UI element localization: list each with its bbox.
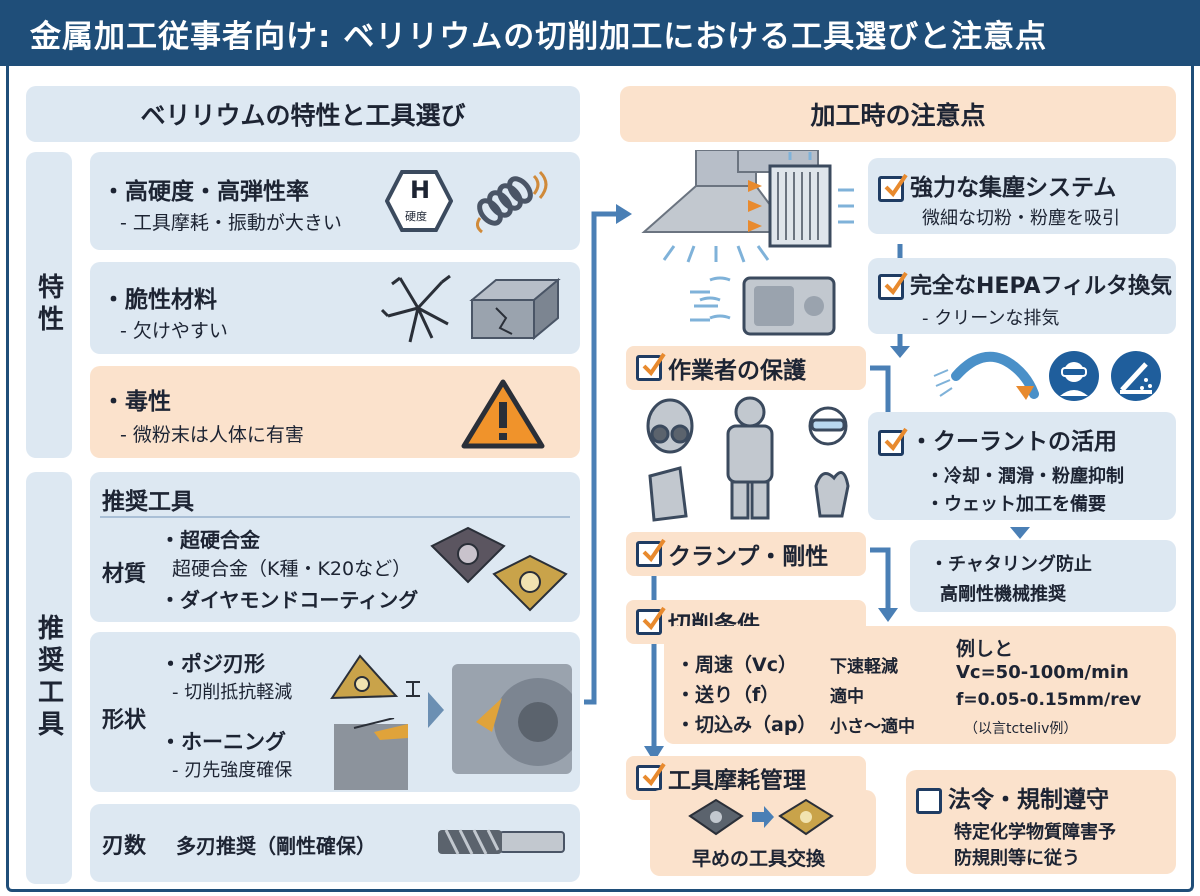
worker-title: 作業者の保護 xyxy=(668,358,806,384)
coolant-title: ・クーラントの活用 xyxy=(878,422,1117,456)
tool-flutes-card: 刃数 多刃推奨（剛性確保） xyxy=(90,804,580,882)
characteristic-brittle-card: ・脆性材料 - 欠けやすい xyxy=(90,262,580,354)
cutting-row-ap-value: 小さ〜適中 xyxy=(830,717,915,737)
tool-wear-card: 早めの工具交換 xyxy=(650,790,876,876)
clamp-line2: 高剛性機械推奨 xyxy=(940,584,1066,605)
clamp-title: クランプ・剛性 xyxy=(668,544,829,570)
coolant-line2: ・ウェット加工を備要 xyxy=(926,494,1106,515)
hardness-sub: - 工具摩耗・振動が大きい xyxy=(120,212,342,234)
broken-block-icon xyxy=(466,274,562,346)
dust-title: 強力な集塵システム xyxy=(878,168,1116,202)
flutes-label: 刃数 xyxy=(102,834,147,859)
material-line3: ・ダイヤモンドコーティング xyxy=(160,588,419,612)
material-line2: 超硬合金（K種・K20など） xyxy=(172,558,412,580)
compliance-card: 法令・規制遵守 特定化学物質障害予 防規則等に従う xyxy=(906,770,1176,874)
cutting-example-note: （以言tcteliv例） xyxy=(964,721,1078,737)
right-section-title: 加工時の注意点 xyxy=(620,86,1176,142)
cutting-checkbox[interactable] xyxy=(636,606,666,635)
page-title: 金属加工従事者向け: ベリリウムの切削加工における工具選びと注意点 xyxy=(0,0,1200,66)
hepa-unit-icon xyxy=(690,272,850,344)
face-shield-icon xyxy=(1048,350,1100,406)
brittle-sub: - 欠けやすい xyxy=(120,320,228,342)
dust-checkbox[interactable] xyxy=(878,173,908,202)
coolant-nozzle-icon xyxy=(930,346,1040,406)
wet-processing-icon xyxy=(1110,350,1162,406)
cutting-example-title: 例しと xyxy=(956,638,1014,660)
left-section-title: ベリリウムの特性と工具選び xyxy=(26,86,580,142)
toxic-title: ・毒性 xyxy=(102,389,171,415)
worker-checkbox[interactable] xyxy=(636,352,666,381)
shape-line2: - 切削抵抗軽減 xyxy=(172,682,293,703)
clamp-line1: ・チャタリング防止 xyxy=(930,554,1092,575)
law-title: 法令・規制遵守 xyxy=(916,780,1109,814)
material-label: 材質 xyxy=(102,562,147,587)
shape-line4: - 刃先強度確保 xyxy=(172,760,293,781)
cutting-example-vc: Vc=50-100m/min xyxy=(956,662,1129,683)
dust-sub: 微細な切粉・粉塵を吸引 xyxy=(922,208,1120,229)
hardness-title: ・高硬度・高弾性率 xyxy=(102,179,309,205)
side-label-recommended-tools: 推奨工具 xyxy=(26,472,72,884)
hardness-icon: H 硬度 xyxy=(384,170,454,232)
dust-collection-card: 強力な集塵システム 微細な切粉・粉塵を吸引 xyxy=(868,158,1176,234)
hepa-card: 完全なHEPAフィルタ換気 - クリーンな排気 xyxy=(868,258,1176,334)
material-line1: ・超硬合金 xyxy=(160,528,260,552)
shape-line1: ・ポジ刃形 xyxy=(160,652,265,676)
toxic-sub: - 微粉末は人体に有害 xyxy=(120,424,304,446)
filter-unit-icon xyxy=(748,160,868,254)
flutes-value: 多刃推奨（剛性確保） xyxy=(176,834,376,858)
tools-divider xyxy=(100,516,570,518)
law-checkbox[interactable] xyxy=(916,787,942,814)
hepa-checkbox[interactable] xyxy=(878,271,908,300)
cutting-conditions-card: ・周速（Vc） 下速軽減 ・送り（f） 適中 ・切込み（ap） 小さ〜適中 例し… xyxy=(664,626,1176,744)
side-label-characteristics: 特性 xyxy=(26,152,72,458)
carbide-insert-icon xyxy=(428,524,508,590)
cutting-row-ap: ・切込み（ap） xyxy=(676,714,817,736)
crack-icon xyxy=(380,272,456,348)
characteristic-toxic-card: ・毒性 - 微粉末は人体に有害 xyxy=(90,366,580,458)
coolant-checkbox[interactable] xyxy=(878,427,908,456)
cutting-row-vc-value: 下速軽減 xyxy=(830,657,898,677)
spring-icon xyxy=(470,170,550,238)
tool-shape-card: 形状 ・ポジ刃形 - 切削抵抗軽減 ・ホーニング - 刃先強度確保 xyxy=(90,632,582,794)
cutting-row-vc: ・周速（Vc） xyxy=(676,654,797,676)
hepa-title: 完全なHEPAフィルタ換気 xyxy=(878,268,1172,300)
characteristic-hardness-card: ・高硬度・高弾性率 - 工具摩耗・振動が大きい H 硬度 xyxy=(90,152,580,250)
cutting-tool-workpiece-icon xyxy=(452,664,582,778)
positive-insert-icon xyxy=(326,652,426,712)
clamp-rigidity-pill: クランプ・剛性 xyxy=(626,532,866,576)
shape-line3: ・ホーニング xyxy=(160,730,286,754)
clamp-checkbox[interactable] xyxy=(636,538,666,567)
brittle-title: ・脆性材料 xyxy=(102,287,217,313)
tool-material-card: 推奨工具 材質 ・超硬合金 超硬合金（K種・K20など） ・ダイヤモンドコーティ… xyxy=(90,472,580,622)
honing-edge-icon xyxy=(334,717,414,794)
cutting-row-f-value: 適中 xyxy=(830,687,864,707)
arrow-right-icon xyxy=(426,690,446,734)
shape-label: 形状 xyxy=(102,708,147,733)
worker-protection-pill: 作業者の保護 xyxy=(626,346,866,390)
wear-title: 工具摩耗管理 xyxy=(668,768,806,794)
wear-sub: 早めの工具交換 xyxy=(692,848,826,870)
law-line1: 特定化学物質障害予 xyxy=(954,822,1116,843)
ppe-illustration xyxy=(640,396,860,530)
cutting-row-f: ・送り（f） xyxy=(676,684,780,706)
wear-checkbox[interactable] xyxy=(636,762,666,791)
warning-icon xyxy=(460,378,546,454)
hepa-sub: - クリーンな排気 xyxy=(922,308,1060,329)
content-frame xyxy=(6,66,1194,892)
small-down-arrow xyxy=(1010,524,1030,543)
end-mill-icon xyxy=(436,826,566,862)
tools-title: 推奨工具 xyxy=(102,489,194,515)
law-line2: 防規則等に従う xyxy=(954,848,1080,869)
clamp-card: ・チャタリング防止 高剛性機械推奨 xyxy=(910,540,1176,612)
coolant-line1: ・冷却・潤滑・粉塵抑制 xyxy=(926,466,1124,487)
cutting-example-f: f=0.05-0.15mm/rev xyxy=(956,690,1142,710)
coated-insert-icon xyxy=(490,552,570,618)
coolant-card: ・クーラントの活用 ・冷却・潤滑・粉塵抑制 ・ウェット加工を備要 xyxy=(868,412,1176,520)
insert-exchange-icon xyxy=(686,796,836,842)
